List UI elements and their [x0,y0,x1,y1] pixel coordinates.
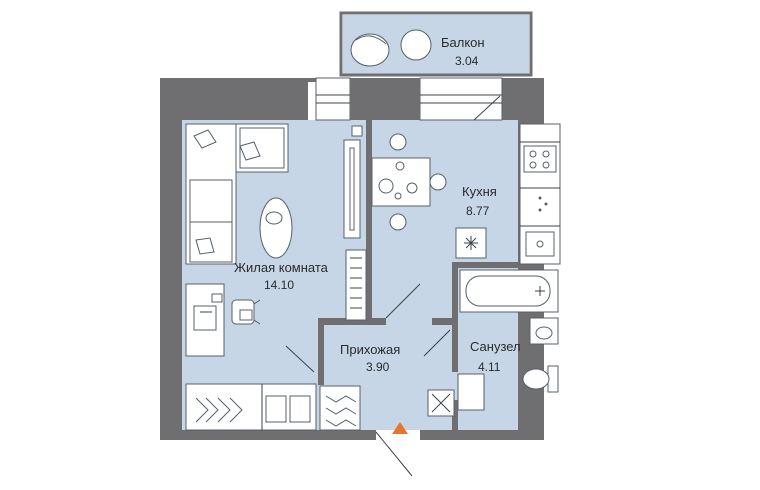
kitchen-door-swing [385,283,421,319]
electric-panel [427,389,455,417]
fridge [455,227,487,259]
storage-unit [185,383,317,431]
kitchen-room[interactable]: Кухня 8.77 [371,95,561,265]
sink [529,317,559,345]
hallway-area: 3.90 [366,360,390,374]
bathroom-door-swing [423,329,451,357]
kitchen-name: Кухня [462,184,497,199]
entrance[interactable] [375,422,413,477]
bathroom-room[interactable]: Санузел 4.11 [423,269,559,411]
balcony-area: 3.04 [455,54,479,68]
hallway-room[interactable]: Прихожая 3.90 [319,283,455,431]
wardrobe-living [345,249,367,321]
hallway-name: Прихожая [340,342,400,357]
interior-walls [318,120,518,430]
balcony-armchair [350,33,390,67]
kitchen-area: 8.77 [466,204,490,218]
bathroom-name: Санузел [470,339,521,354]
balcony-railing [339,11,533,77]
entrance-door-swing [375,431,413,477]
balcony-door-swing [473,95,501,121]
dining-set [371,133,447,231]
bathroom-area: 4.11 [478,360,501,374]
living-room[interactable]: Жилая комната 14.10 [185,123,367,431]
sofa [185,123,289,265]
triangle-up-icon [392,422,408,434]
kitchen-counter [519,123,561,265]
washing-machine [457,373,485,411]
balcony-room[interactable]: Балкон 3.04 [339,11,533,77]
bathtub [459,269,559,313]
toilet [522,365,559,393]
tv-unit [343,125,363,239]
balcony-table [400,29,432,61]
balcony-name: Балкон [441,35,485,50]
coffee-table [259,197,293,259]
living-door-swing [285,345,315,373]
office-chair [231,299,261,325]
shoe-cabinet [319,385,361,431]
living-area: 14.10 [264,278,294,292]
living-name: Жилая комната [234,260,329,275]
desk [185,283,225,357]
